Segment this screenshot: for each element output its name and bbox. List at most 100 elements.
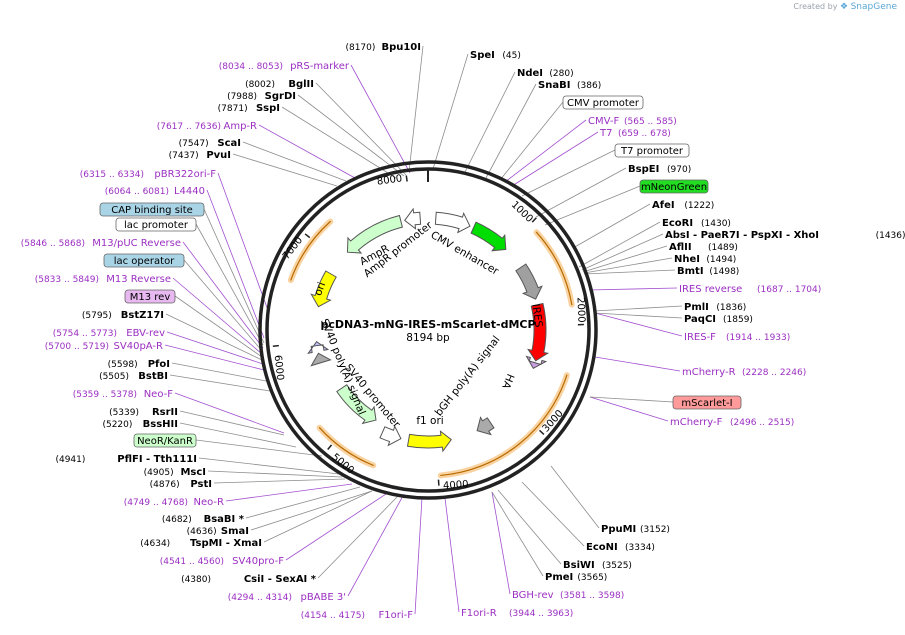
primer-label-l4440: L4440 <box>174 186 205 197</box>
enzyme-label-ndei: NdeI <box>517 68 543 79</box>
site-position: (1859) <box>723 315 753 325</box>
leader-line <box>195 223 264 346</box>
leader-line <box>217 172 270 314</box>
orf-arc <box>318 427 374 466</box>
ha-tag <box>525 355 548 369</box>
feature-box-cmv-promoter <box>562 95 644 110</box>
site-position: (7871) <box>218 104 248 114</box>
site-position: (3334) <box>625 543 655 553</box>
site-position: (8170) <box>345 43 375 53</box>
leader-line <box>169 374 271 392</box>
site-position: (2496 .. 2515) <box>730 418 794 428</box>
enzyme-label-csii-sexai: CsiI - SexAI * <box>244 574 317 585</box>
leader-line <box>245 486 361 519</box>
plasmid-size: 8194 bp <box>406 332 450 344</box>
leader-line <box>544 185 641 226</box>
ring-tick-label: 8000 <box>376 173 403 187</box>
mscarlet-arrow <box>527 302 550 362</box>
site-position: (1222) <box>684 201 714 211</box>
credit-brand: SnapGene <box>850 2 897 12</box>
sv40-polya-box <box>310 352 332 367</box>
leader-line <box>589 396 669 422</box>
site-position: (45) <box>502 51 520 61</box>
enzyme-label-aflii: AflII <box>669 242 692 253</box>
leader-line <box>206 189 265 339</box>
site-position: (1430) <box>701 219 731 229</box>
site-labels: Bpu10I(8170)pRS-marker(8034 .. 8053)BglI… <box>21 42 905 621</box>
leader-line <box>250 490 373 531</box>
primer-label-mcherry-f: mCherry-F <box>670 417 723 428</box>
enzyme-label-pvui: PvuI <box>206 150 231 161</box>
leader-line <box>182 241 264 349</box>
leader-line <box>263 490 373 543</box>
feature-box-label-lac-promoter: lac promoter <box>124 220 189 231</box>
leader-line <box>593 305 683 312</box>
mneongreen-arrow <box>470 221 507 252</box>
orf-arc <box>290 220 331 281</box>
feature-box-lac-operator <box>103 253 185 268</box>
feature-arrows <box>307 207 550 453</box>
site-position: (1498) <box>709 267 739 277</box>
leader-line <box>195 439 323 457</box>
leader-line <box>511 131 599 187</box>
primer-label-pbr322ori-f: pBR322ori-F <box>154 169 216 180</box>
primer-label-cmv-f: CMV-F <box>588 116 619 127</box>
plasmid-name: pcDNA3-mNG-IRES-mScarlet-dMCP <box>320 318 535 331</box>
site-position: (659 .. 678) <box>618 129 671 139</box>
enzyme-label-ppumi: PpuMI <box>601 524 636 535</box>
enzyme-label-econi: EcoNI <box>586 542 618 553</box>
site-position: (7617 .. 7636) <box>157 122 221 132</box>
leader-line <box>589 396 674 403</box>
enzyme-label-nhei: NheI <box>674 254 700 265</box>
primer-label-amp-r: Amp-R <box>224 121 258 132</box>
site-position: (5795) <box>82 311 112 321</box>
site-position: (7437) <box>169 151 199 161</box>
leader-line <box>432 53 469 170</box>
site-position: (4876) <box>150 480 180 490</box>
backbone-inner-ring <box>265 167 591 493</box>
leader-line <box>174 295 263 358</box>
leader-line <box>521 481 585 547</box>
site-position: (5833 .. 5849) <box>35 275 99 285</box>
leader-line <box>183 259 264 353</box>
site-position: (8002) <box>245 80 275 90</box>
leader-line <box>179 410 285 436</box>
enzyme-label-bstz17i: BstZ17I <box>121 310 164 321</box>
enzyme-label-tspmi-xmai: TspMI - XmaI <box>190 538 262 549</box>
site-position: (3565) <box>577 573 607 583</box>
site-position: (4636) <box>187 527 217 537</box>
primer-label-m13-puc-reverse: M13/pUC Reverse <box>92 238 181 249</box>
leader-line <box>179 422 297 448</box>
feature-box-m13-rev <box>124 289 176 304</box>
primer-label-sv40pa-r: SV40pA-R <box>114 341 163 352</box>
feature-box-label-cmv-promoter: CMV promoter <box>567 98 640 109</box>
site-position: (1836) <box>716 303 746 313</box>
site-position: (1436) <box>876 231 905 241</box>
leader-line <box>485 83 537 179</box>
leader-line <box>408 45 424 173</box>
site-position: (4941) <box>55 455 85 465</box>
site-position: (4154 .. 4175) <box>301 611 365 621</box>
enzyme-label-spei: SpeI <box>470 50 495 61</box>
enzyme-label-psti: PstI <box>190 479 212 490</box>
site-position: (6315 .. 6334) <box>80 170 144 180</box>
site-position: (565 .. 585) <box>624 117 677 127</box>
leader-line <box>499 101 564 181</box>
leader-line <box>572 203 651 249</box>
enzyme-label-absi-paer7i-pspxi-xhoi: AbsI - PaeR7I - PspXI - XhoI <box>665 230 819 241</box>
feature-box-cap-binding-site <box>99 202 205 217</box>
leader-line <box>535 167 627 218</box>
primer-label-m13-reverse: M13 Reverse <box>106 274 171 285</box>
enzyme-label-bstbi: BstBI <box>138 371 168 382</box>
primer-label-neo-f: Neo-F <box>144 389 174 400</box>
primer-label-bgh-rev: BGH-rev <box>512 590 554 601</box>
feature-box-label-mneongreen: mNeonGreen <box>641 182 707 193</box>
site-position: (5505) <box>99 372 129 382</box>
leader-line <box>207 470 343 478</box>
leader-line <box>232 153 338 187</box>
enzyme-label-bsabi: BsaBI * <box>204 514 245 525</box>
leader-line <box>203 208 265 344</box>
site-position: (4749 .. 4768) <box>124 498 188 508</box>
bgh-polya-box <box>476 416 495 436</box>
leader-line <box>166 331 264 365</box>
